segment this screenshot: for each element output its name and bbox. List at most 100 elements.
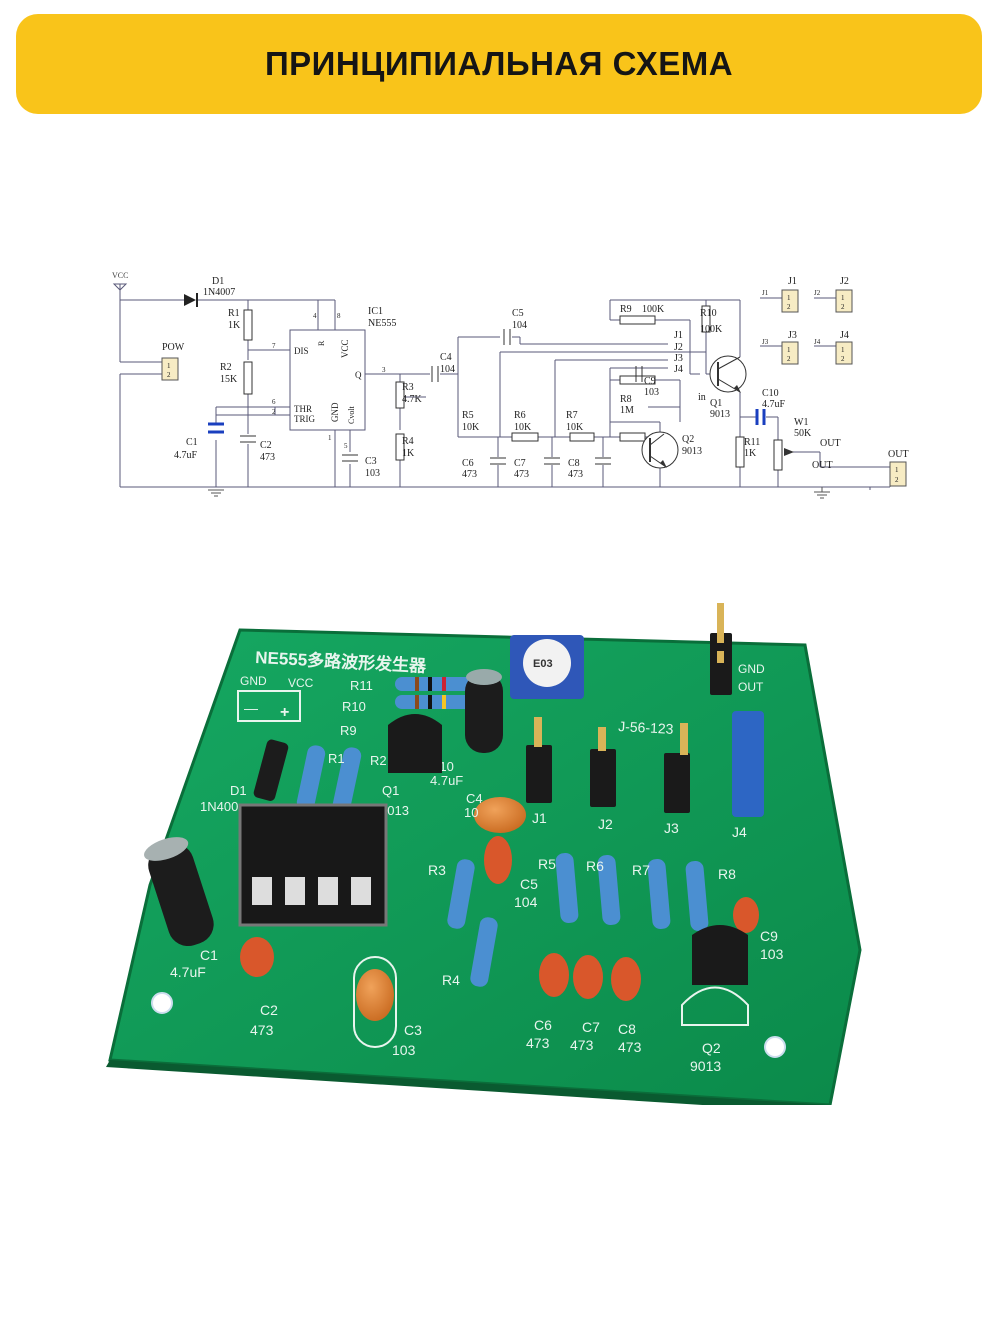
d1-ref: D1 bbox=[212, 276, 224, 287]
out-pin-1: 1 bbox=[895, 466, 899, 474]
ic1-pin-cvolt: Cvolt bbox=[347, 405, 356, 424]
pcb-d1-value: 1N400 bbox=[200, 799, 238, 814]
ic1-pin-5: 5 bbox=[344, 442, 348, 450]
jumper-j4-side: J4 bbox=[814, 338, 821, 346]
resistor-r7 bbox=[647, 859, 671, 929]
pcb-c9-value: 103 bbox=[760, 946, 784, 962]
pcb-vcc-label: VCC bbox=[288, 676, 314, 690]
pcb-r1: R1 bbox=[328, 751, 345, 766]
ic1-pin-6: 6 bbox=[272, 398, 276, 406]
pcb-r4: R4 bbox=[442, 972, 460, 988]
resistor-r4 bbox=[470, 917, 498, 987]
c7-value: 473 bbox=[514, 469, 529, 480]
resistor-r3 bbox=[447, 859, 475, 929]
resistor-r1 bbox=[296, 745, 326, 811]
r6-value: 10K bbox=[514, 422, 532, 433]
ic1-pin-trig: TRIG bbox=[294, 414, 315, 424]
ic1-pin-7: 7 bbox=[272, 342, 276, 350]
jumper-j4-pin-2: 2 bbox=[841, 355, 845, 363]
pcb-c7-value: 473 bbox=[570, 1037, 594, 1053]
electrolytic-c1 bbox=[144, 837, 214, 947]
pcb-gnd-out-top: GND bbox=[738, 662, 765, 676]
pcb-r2: R2 bbox=[370, 753, 387, 768]
pcb-c2-value: 473 bbox=[250, 1022, 274, 1038]
r5-ref: R5 bbox=[462, 410, 474, 421]
pcb-q2-value: 9013 bbox=[690, 1058, 721, 1074]
r6-ref: R6 bbox=[514, 410, 526, 421]
header-j2 bbox=[590, 749, 616, 807]
ic1-pin-1: 1 bbox=[328, 434, 332, 442]
c2-ref: C2 bbox=[260, 440, 272, 451]
ceramic-c8 bbox=[611, 957, 641, 1001]
pcb-r7: R7 bbox=[632, 862, 650, 878]
jumper-j2-side: J2 bbox=[814, 289, 821, 297]
pcb-c4-value: 10 bbox=[464, 805, 478, 820]
ceramic-c9 bbox=[733, 897, 759, 933]
banner-title: ПРИНЦИПИАЛЬНАЯ СХЕМА bbox=[264, 45, 734, 82]
c8-ref: C8 bbox=[568, 458, 580, 469]
ic1-pin-dis: DIS bbox=[294, 346, 309, 356]
pcb-r6: R6 bbox=[586, 858, 604, 874]
r10-ref: R10 bbox=[700, 308, 717, 319]
ic1-pin-vcc: VCC bbox=[340, 339, 350, 358]
c3-value: 103 bbox=[365, 468, 380, 479]
c6-ref: C6 bbox=[462, 458, 474, 469]
jumper-cap-j4 bbox=[732, 711, 764, 817]
r10-value: 100K bbox=[700, 324, 723, 335]
r8-ref: R8 bbox=[620, 394, 632, 405]
vcc-label: VCC bbox=[112, 271, 128, 280]
r11-ref: R11 bbox=[744, 437, 760, 448]
ic1-value: NE555 bbox=[368, 318, 396, 329]
c6-value: 473 bbox=[462, 469, 477, 480]
pcb-c1: C1 bbox=[200, 947, 218, 963]
pcb-c9: C9 bbox=[760, 928, 778, 944]
title-banner: ПРИНЦИПИАЛЬНАЯ СХЕМА bbox=[16, 14, 982, 114]
electrolytic-c10 bbox=[465, 673, 503, 753]
ic1-pin-8: 8 bbox=[337, 312, 341, 320]
r2-value: 15K bbox=[220, 374, 238, 385]
jumper-j1-pin-2: 2 bbox=[787, 303, 791, 311]
pow-label: POW bbox=[162, 342, 185, 353]
pcb-c6-value: 473 bbox=[526, 1035, 550, 1051]
jumper-j3-pin-1: 1 bbox=[787, 346, 791, 354]
pcb-c7: C7 bbox=[582, 1019, 600, 1035]
pcb-q1: Q1 bbox=[382, 783, 399, 798]
ceramic-c7 bbox=[573, 955, 603, 999]
w1-ref: W1 bbox=[794, 417, 808, 428]
pcb-c3: C3 bbox=[404, 1022, 422, 1038]
resistor-r10 bbox=[395, 695, 475, 709]
r9-ref: R9 bbox=[620, 304, 632, 315]
out-label-line: OUT bbox=[820, 438, 841, 449]
jumper-j2-pin-2: 2 bbox=[841, 303, 845, 311]
c7-ref: C7 bbox=[514, 458, 526, 469]
c4-value: 104 bbox=[440, 364, 455, 375]
c1-value: 4.7uF bbox=[174, 450, 198, 461]
r1-value: 1K bbox=[228, 320, 241, 331]
w1-value: 50K bbox=[794, 428, 812, 439]
resistor-r6 bbox=[597, 855, 621, 925]
tap-j3: J3 bbox=[674, 353, 683, 364]
r11-value: 1K bbox=[744, 448, 757, 459]
c3-ref: C3 bbox=[365, 456, 377, 467]
jumper-j3-title: J3 bbox=[788, 330, 797, 341]
transistor-q1 bbox=[388, 714, 442, 773]
pcb-c10-value: 4.7uF bbox=[430, 773, 463, 788]
pcb-r9: R9 bbox=[340, 723, 357, 738]
header-j3 bbox=[664, 753, 690, 813]
c5-value: 104 bbox=[512, 320, 527, 331]
c10-ref: C10 bbox=[762, 388, 779, 399]
jumper-j1-pin-1: 1 bbox=[787, 294, 791, 302]
transistor-q2 bbox=[692, 925, 748, 985]
c2-value: 473 bbox=[260, 452, 275, 463]
pcb-c5-value: 104 bbox=[514, 894, 538, 910]
pcb-r10: R10 bbox=[342, 699, 366, 714]
pcb-c5: C5 bbox=[520, 876, 538, 892]
pcb-c1-value: 4.7uF bbox=[170, 964, 206, 980]
q2-ref: Q2 bbox=[682, 434, 694, 445]
r7-ref: R7 bbox=[566, 410, 578, 421]
pcb-plus: + bbox=[280, 704, 289, 721]
pcb-j3: J3 bbox=[664, 820, 679, 836]
r7-value: 10K bbox=[566, 422, 584, 433]
c9-ref: C9 bbox=[644, 376, 656, 387]
jumper-j2-title: J2 bbox=[840, 276, 849, 287]
